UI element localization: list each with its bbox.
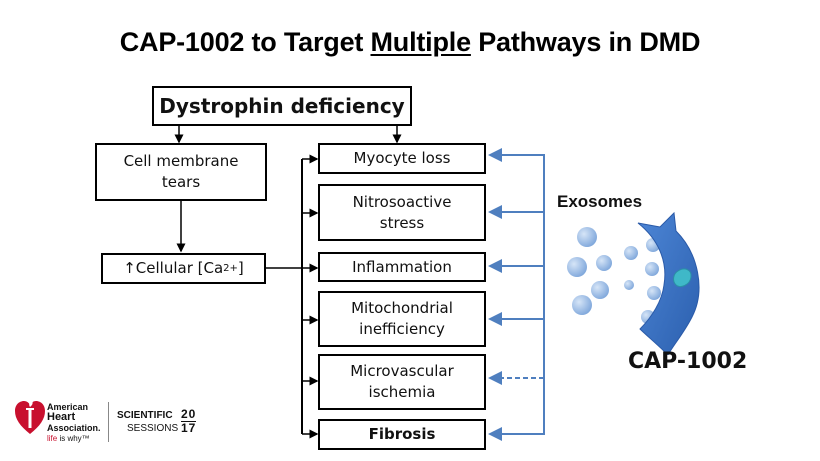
exosomes-label: Exosomes <box>557 192 643 211</box>
scientific-sessions-wordmark: SCIENTIFIC SESSIONS <box>117 410 179 434</box>
cap1002-label: CAP-1002 <box>628 349 748 374</box>
cell-membrane-tears-box: Cell membrane tears <box>95 143 267 201</box>
nucleus-shape <box>673 268 692 288</box>
pathway-inflammation: Inflammation <box>318 252 486 282</box>
up-arrow-icon: ↑ <box>123 259 136 277</box>
aha-heart-torch-logo <box>15 399 45 434</box>
cap1002-cell-illustration <box>567 211 700 355</box>
aha-tagline: life is why™ <box>47 434 90 443</box>
slide-title: CAP-1002 to Target Multiple Pathways in … <box>119 27 701 57</box>
stem-cell-shape <box>637 211 700 355</box>
aha-wordmark: American Heart Association. <box>47 402 101 433</box>
sessions-year: 20 17 <box>181 407 197 435</box>
dystrophin-deficiency-box: Dystrophin deficiency <box>152 86 412 126</box>
exosome-bubbles <box>567 227 661 324</box>
title-emphasis: Multiple <box>370 27 472 57</box>
pathway-myocyte-loss: Myocyte loss <box>318 143 486 174</box>
pathway-fibrosis: Fibrosis <box>318 419 486 450</box>
footer-divider <box>108 402 109 442</box>
